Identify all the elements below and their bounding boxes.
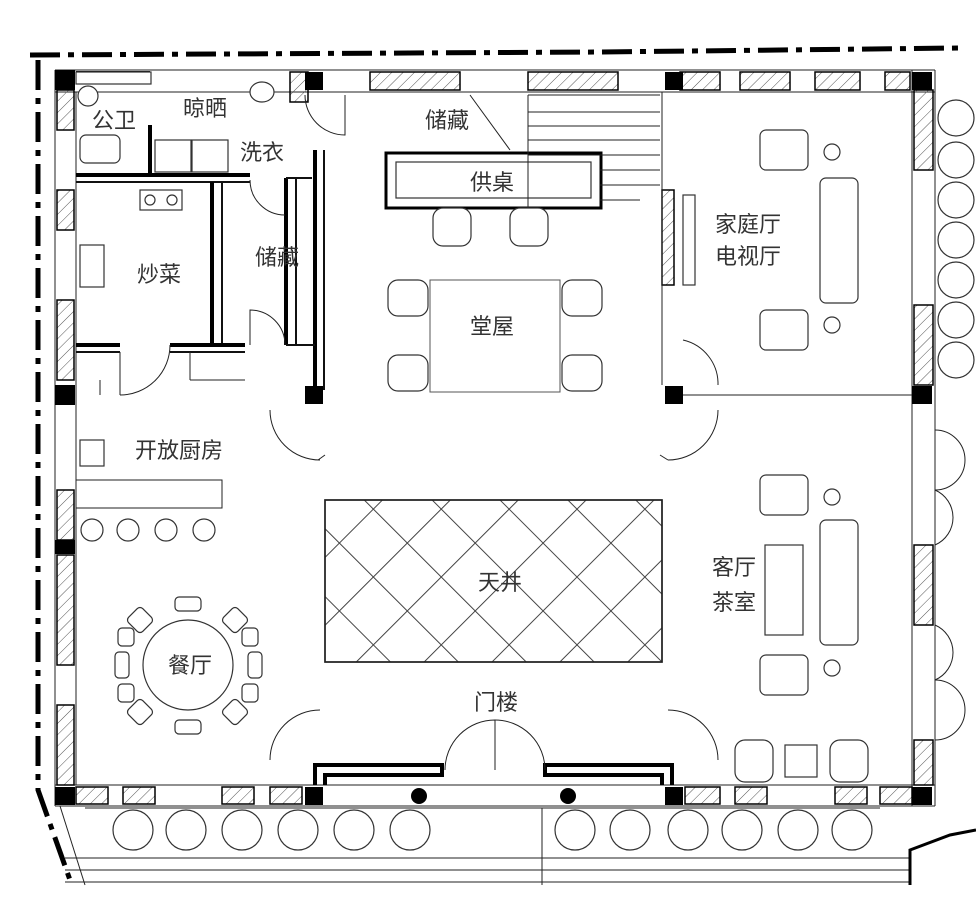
label-main-hall: 堂屋	[470, 315, 514, 340]
family-room-furniture	[759, 129, 859, 351]
label-cooking: 炒菜	[137, 263, 181, 288]
label-laundry: 洗衣	[240, 141, 284, 166]
label-family-room-2: 电视厅	[715, 245, 781, 270]
courtyard-grid	[324, 499, 663, 663]
label-altar: 供桌	[470, 171, 514, 196]
columns	[55, 70, 932, 805]
label-storage-top: 储藏	[425, 109, 469, 134]
kitchen-fixtures	[79, 189, 216, 542]
label-bathroom: 公卫	[92, 109, 136, 134]
interior-walls	[75, 71, 912, 785]
label-gate: 门楼	[474, 691, 518, 716]
room-labels: 公卫 晾晒 洗衣 储藏 供桌 储藏 炒菜 堂屋 家庭厅 电视厅 开放厨房 天井 …	[92, 97, 781, 716]
outer-walls	[54, 69, 936, 807]
living-room-furniture	[734, 474, 869, 783]
label-courtyard: 天井	[478, 571, 522, 596]
label-family-room-1: 家庭厅	[715, 213, 781, 238]
label-living-2: 茶室	[712, 591, 756, 616]
label-storage-left: 储藏	[255, 246, 299, 271]
main-hall-furniture	[387, 207, 603, 393]
staircase	[469, 94, 660, 215]
label-living-1: 客厅	[712, 556, 756, 581]
label-dining: 餐厅	[168, 654, 212, 679]
label-open-kitchen: 开放厨房	[135, 439, 223, 464]
hatched-walls	[56, 71, 934, 805]
bathroom-fixtures	[77, 81, 275, 173]
label-pantry: 晾晒	[183, 97, 227, 122]
landscaping	[59, 99, 976, 886]
doors	[119, 94, 966, 771]
property-boundary	[29, 45, 961, 881]
dining-table	[114, 596, 263, 735]
